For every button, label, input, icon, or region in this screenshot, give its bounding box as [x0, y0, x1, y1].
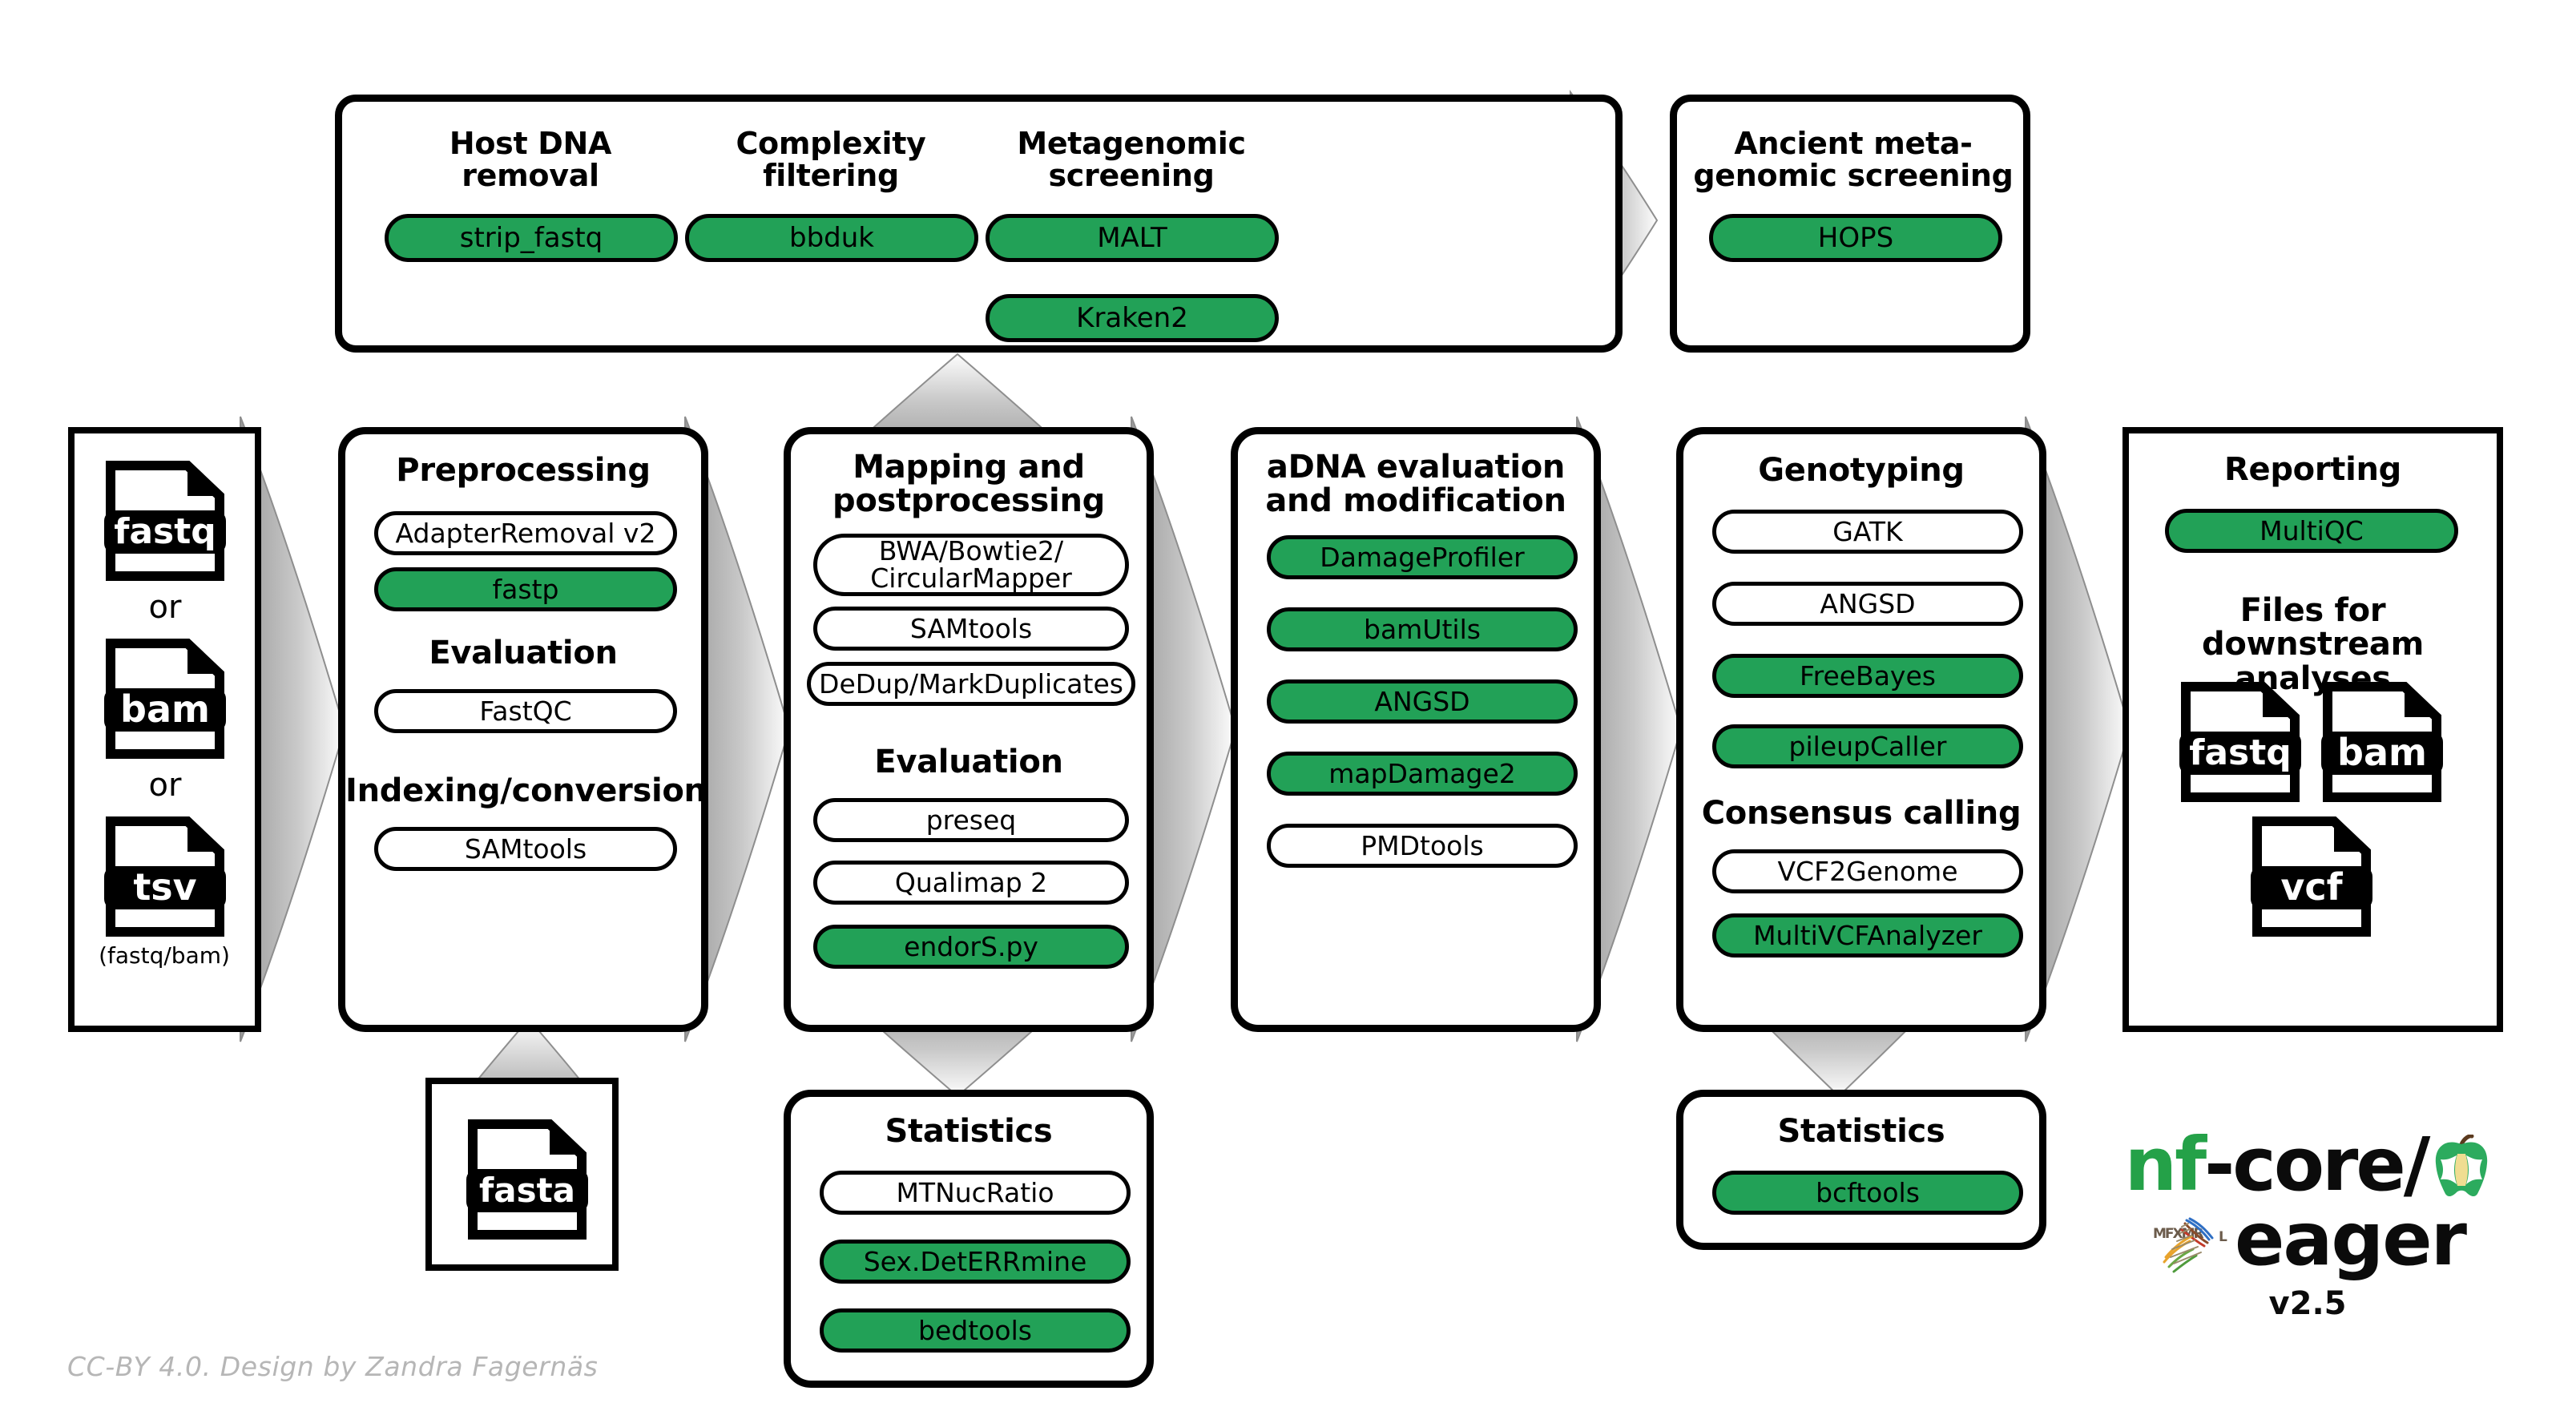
ancient-metagenomic-screening-box: Ancient meta- genomic screening HOPS: [1670, 95, 2030, 353]
preprocessing-header: Preprocessing: [396, 452, 651, 489]
credit-text: CC-BY 4.0. Design by Zandra Fagernäs: [67, 1351, 599, 1382]
metagenomic-screening-header: Metagenomic screening: [1017, 126, 1246, 194]
dna-helix-icon: MFXMR L: [2150, 1208, 2238, 1272]
tool-freebayes[interactable]: FreeBayes: [1712, 654, 2023, 698]
svg-text:bam: bam: [2337, 731, 2427, 774]
tool-mtnucratio[interactable]: MTNucRatio: [820, 1171, 1131, 1215]
tool-preseq[interactable]: preseq: [813, 798, 1129, 842]
tool-gatk[interactable]: GATK: [1712, 510, 2023, 554]
input-separator-or-1: or: [148, 589, 182, 626]
tool-damageprofiler[interactable]: DamageProfiler: [1267, 535, 1578, 579]
tool-sex-deterrmine[interactable]: Sex.DetERRmine: [820, 1240, 1131, 1284]
tool-vcf2genome[interactable]: VCF2Genome: [1712, 849, 2023, 893]
mapping-box: Mapping and postprocessing BWA/Bowtie2/ …: [784, 427, 1154, 1032]
svg-text:fastq: fastq: [2189, 732, 2292, 773]
svg-text:bam: bam: [120, 687, 210, 731]
genotyping-box: Genotyping GATK ANGSD FreeBayes pileupCa…: [1676, 427, 2046, 1032]
tool-bbduk[interactable]: bbduk: [685, 214, 978, 262]
svg-text:fastq: fastq: [114, 511, 216, 552]
tool-pmdtools[interactable]: PMDtools: [1267, 824, 1578, 868]
tool-fastp[interactable]: fastp: [374, 567, 677, 611]
file-icon-fasta: fasta: [466, 1119, 588, 1240]
tool-bedtools[interactable]: bedtools: [820, 1308, 1131, 1353]
nf-core-eager-logo: nf -core/ MFXMR L: [2099, 1122, 2516, 1346]
screening-box: Host DNA removal Complexity filtering Me…: [335, 95, 1623, 353]
consensus-calling-header: Consensus calling: [1701, 795, 2022, 832]
preprocessing-evaluation-header: Evaluation: [429, 635, 618, 671]
mapping-statistics-header: Statistics: [885, 1113, 1053, 1150]
reference-fasta-box: fasta: [425, 1078, 619, 1271]
tool-bcftools[interactable]: bcftools: [1712, 1171, 2023, 1215]
reporting-box: Reporting MultiQC Files for downstream a…: [2122, 427, 2503, 1032]
tool-samtools-mapping[interactable]: SAMtools: [813, 607, 1129, 651]
mapping-evaluation-header: Evaluation: [874, 744, 1063, 780]
tool-pileupcaller[interactable]: pileupCaller: [1712, 724, 2023, 768]
tool-malt[interactable]: MALT: [986, 214, 1279, 262]
file-icon-fastq-input: fastq: [104, 461, 226, 581]
logo-core-text: -core/: [2204, 1122, 2430, 1207]
downstream-files-header: Files for downstream analyses: [2201, 592, 2424, 697]
tool-angsd-genotyping[interactable]: ANGSD: [1712, 582, 2023, 626]
preprocessing-indexing-header: Indexing/conversion: [345, 772, 707, 809]
input-files-note: (fastq/bam): [99, 942, 230, 969]
tool-samtools-preprocessing[interactable]: SAMtools: [374, 827, 677, 871]
tool-bwa-bowtie2-circularmapper[interactable]: BWA/Bowtie2/ CircularMapper: [813, 534, 1129, 596]
tool-strip-fastq[interactable]: strip_fastq: [385, 214, 678, 262]
svg-text:vcf: vcf: [2280, 865, 2343, 909]
preprocessing-box: Preprocessing AdapterRemoval v2 fastp Ev…: [338, 427, 708, 1032]
tool-adapterremoval-v2[interactable]: AdapterRemoval v2: [374, 511, 677, 555]
apple-core-icon: [2433, 1132, 2490, 1198]
svg-text:fasta: fasta: [479, 1171, 575, 1210]
tool-endors-py[interactable]: endorS.py: [813, 925, 1129, 969]
host-dna-removal-header: Host DNA removal: [449, 126, 612, 194]
tool-multiqc[interactable]: MultiQC: [2165, 509, 2458, 553]
tool-qualimap-2[interactable]: Qualimap 2: [813, 861, 1129, 905]
tool-dedup-markduplicates[interactable]: DeDup/MarkDuplicates: [807, 662, 1135, 706]
tool-multivcfanalyzer[interactable]: MultiVCFAnalyzer: [1712, 913, 2023, 958]
ancient-screening-header: Ancient meta- genomic screening: [1693, 126, 2014, 194]
input-separator-or-2: or: [148, 767, 182, 804]
genotyping-statistics-header: Statistics: [1777, 1113, 1945, 1150]
svg-text:tsv: tsv: [133, 865, 196, 909]
logo-nf-text: nf: [2124, 1122, 2207, 1207]
tool-mapdamage2[interactable]: mapDamage2: [1267, 752, 1578, 796]
genotyping-header: Genotyping: [1758, 452, 1965, 489]
reporting-header: Reporting: [2223, 451, 2401, 488]
mapping-statistics-box: Statistics MTNucRatio Sex.DetERRmine bed…: [784, 1090, 1154, 1388]
tool-bamutils[interactable]: bamUtils: [1267, 607, 1578, 651]
file-icon-vcf-output: vcf: [2251, 816, 2372, 937]
logo-version: v2.5: [2268, 1285, 2347, 1322]
mapping-header: Mapping and postprocessing: [832, 449, 1105, 520]
file-icon-bam-output: bam: [2321, 682, 2443, 802]
file-icon-bam-input: bam: [104, 639, 226, 759]
tool-kraken2[interactable]: Kraken2: [986, 294, 1279, 342]
file-icon-fastq-output: fastq: [2179, 682, 2301, 802]
file-icon-tsv-input: tsv: [104, 816, 226, 937]
logo-eager-text: eager: [2234, 1196, 2467, 1282]
genotyping-statistics-box: Statistics bcftools: [1676, 1090, 2046, 1250]
tool-angsd-adna[interactable]: ANGSD: [1267, 679, 1578, 724]
svg-text:L: L: [2219, 1229, 2227, 1245]
tool-fastqc[interactable]: FastQC: [374, 689, 677, 733]
adna-header: aDNA evaluation and modification: [1265, 449, 1566, 520]
tool-hops[interactable]: HOPS: [1709, 214, 2002, 262]
complexity-filtering-header: Complexity filtering: [736, 126, 926, 194]
adna-box: aDNA evaluation and modification DamageP…: [1231, 427, 1601, 1032]
